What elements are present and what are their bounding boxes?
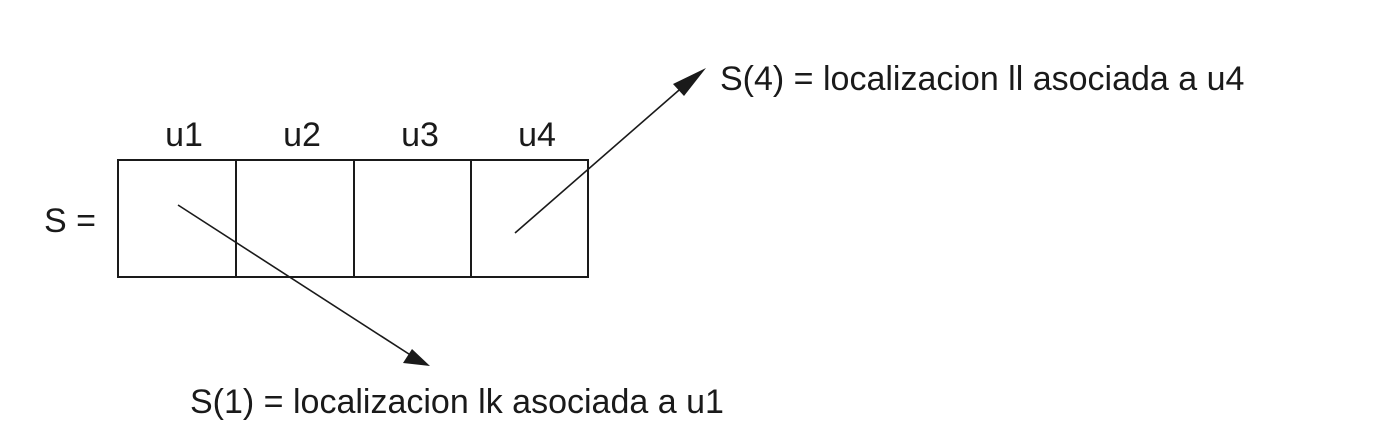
cell-header-u3: u3	[401, 116, 439, 154]
annotation-s1: S(1) = localizacion lk asociada a u1	[190, 383, 724, 421]
cell-header-u2: u2	[283, 116, 321, 154]
vector-label: S =	[44, 202, 96, 240]
vector-cell-u4	[470, 159, 589, 278]
arrow-u1-to-annotation	[177, 204, 413, 357]
cell-header-u4: u4	[518, 116, 556, 154]
arrow-u4-to-annotation	[514, 83, 687, 234]
annotation-s4: S(4) = localizacion ll asociada a u4	[720, 60, 1244, 98]
vector-cell-u3	[353, 159, 472, 278]
cell-header-u1: u1	[165, 116, 203, 154]
arrow-u1-head	[403, 349, 430, 366]
vector-cell-u1	[117, 159, 237, 278]
vector-cell-u2	[235, 159, 355, 278]
arrow-u4-head	[673, 68, 706, 96]
